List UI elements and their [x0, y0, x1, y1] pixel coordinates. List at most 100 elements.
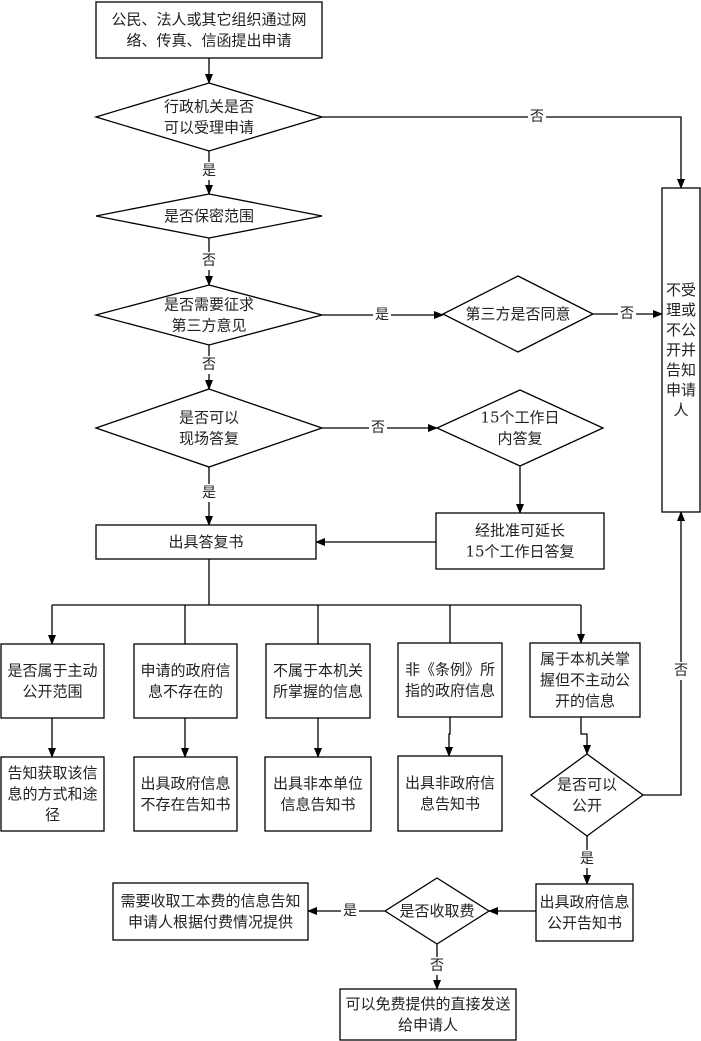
node-label: 可以受理申请 — [164, 119, 254, 137]
node-label: 非《条例》所 — [405, 661, 495, 679]
node-secret: 是否保密范围 — [95, 193, 323, 239]
node-label: 属于本机关掌 — [540, 650, 630, 668]
node-label: 握但不主动公 — [540, 671, 630, 689]
process-box — [95, 1, 323, 59]
node-label: 理或 — [666, 301, 696, 319]
process-box — [133, 643, 238, 719]
edge-label-third-no: 否 — [200, 356, 218, 374]
edge-label-text: 是 — [202, 163, 216, 179]
node-label: 公开 — [572, 797, 602, 815]
node-label: 信息告知书 — [280, 796, 355, 814]
node-label: 径 — [45, 806, 60, 824]
edge-label-text: 否 — [202, 357, 216, 373]
node-label: 是否需要征求 — [164, 296, 254, 314]
node-label: 内答复 — [497, 430, 542, 448]
node-label: 需要收取工本费的信息告知 — [120, 892, 300, 910]
node-label: 络、传真、信函提出申请 — [126, 32, 291, 50]
node-label: 公开范围 — [22, 683, 82, 701]
node-label: 息不存在的 — [148, 683, 223, 701]
edge-label-text: 否 — [620, 306, 634, 322]
process-box — [397, 755, 503, 832]
node-label: 是否可以 — [179, 409, 239, 427]
node-label: 行政机关是否 — [164, 98, 254, 116]
process-box — [397, 642, 503, 718]
node-label: 第三方意见 — [171, 317, 246, 335]
node-label: 给申请人 — [398, 1016, 458, 1034]
node-label: 所掌握的信息 — [273, 683, 363, 701]
edge-cat-notactive-to-canopen — [580, 717, 591, 755]
edge-canopen-no-to-reject — [643, 511, 685, 796]
node-label: 是否属于主动 — [7, 662, 97, 680]
node-label: 开并 — [666, 341, 696, 359]
decision-diamond — [95, 193, 323, 239]
decision-diamond — [529, 753, 645, 837]
process-box — [435, 512, 605, 570]
node-label: 公民、法人或其它组织通过网 — [111, 11, 306, 29]
node-label: 开的信息 — [555, 692, 615, 710]
node-label: 告知获取该信 — [7, 764, 97, 782]
edge-label-text: 否 — [371, 420, 385, 436]
edge-label-text: 否 — [430, 958, 444, 974]
node-fee: 是否收取费 — [383, 877, 491, 945]
node-label: 15个工作日 — [480, 409, 559, 427]
node-label: 告知 — [666, 361, 696, 379]
edge-label-accept-no: 否 — [528, 108, 546, 126]
node-label: 申请 — [666, 381, 696, 399]
node-label: 指的政府信息 — [405, 682, 495, 700]
node-label: 出具非本单位 — [273, 775, 363, 793]
node-label: 申请人根据付费情况提供 — [128, 913, 293, 931]
node-label: 是否保密范围 — [164, 207, 254, 225]
node-label: 人 — [673, 401, 688, 419]
process-box — [112, 882, 309, 941]
node-label: 不公 — [666, 321, 696, 339]
decision-diamond — [94, 388, 324, 468]
node-label: 不属于本机关 — [273, 662, 363, 680]
decision-diamond — [93, 82, 325, 152]
edge-label-fee-yes: 是 — [341, 902, 359, 920]
edge-label-third-yes: 是 — [373, 306, 391, 324]
edge-label-text: 是 — [580, 851, 594, 867]
node-label: 申请的政府信 — [140, 662, 230, 680]
process-box — [535, 883, 634, 942]
node-label: 第三方是否同意 — [465, 305, 570, 323]
node-reply: 出具答复书 — [95, 524, 317, 560]
node-label: 不受 — [666, 281, 696, 299]
node-label: 出具非政府信 — [405, 774, 495, 792]
decision-diamond — [441, 275, 595, 353]
node-label: 是否可以 — [557, 776, 617, 794]
process-box — [265, 643, 371, 719]
edge-label-secret-no: 否 — [200, 252, 218, 270]
node-label: 公开告知书 — [547, 914, 622, 932]
edge-label-can-open-yes: 是 — [578, 850, 596, 868]
process-box — [661, 187, 701, 513]
edge-label-text: 是 — [343, 903, 357, 919]
node-label: 经批准可延长 — [475, 522, 565, 540]
node-label: 是否收取费 — [399, 902, 474, 920]
edge-label-accept-yes: 是 — [200, 162, 218, 180]
node-label: 出具政府信息 — [539, 893, 629, 911]
edge-label-onsite-no: 否 — [369, 419, 387, 437]
edge-label-can-open-no: 否 — [672, 662, 690, 680]
node-third-party-agree: 第三方是否同意 — [441, 275, 595, 353]
node-label: 息告知书 — [420, 795, 480, 813]
process-box — [133, 756, 238, 832]
edge-label-agree-no: 否 — [618, 305, 636, 323]
edge-label-onsite-yes: 是 — [200, 484, 218, 502]
process-box — [0, 756, 105, 832]
